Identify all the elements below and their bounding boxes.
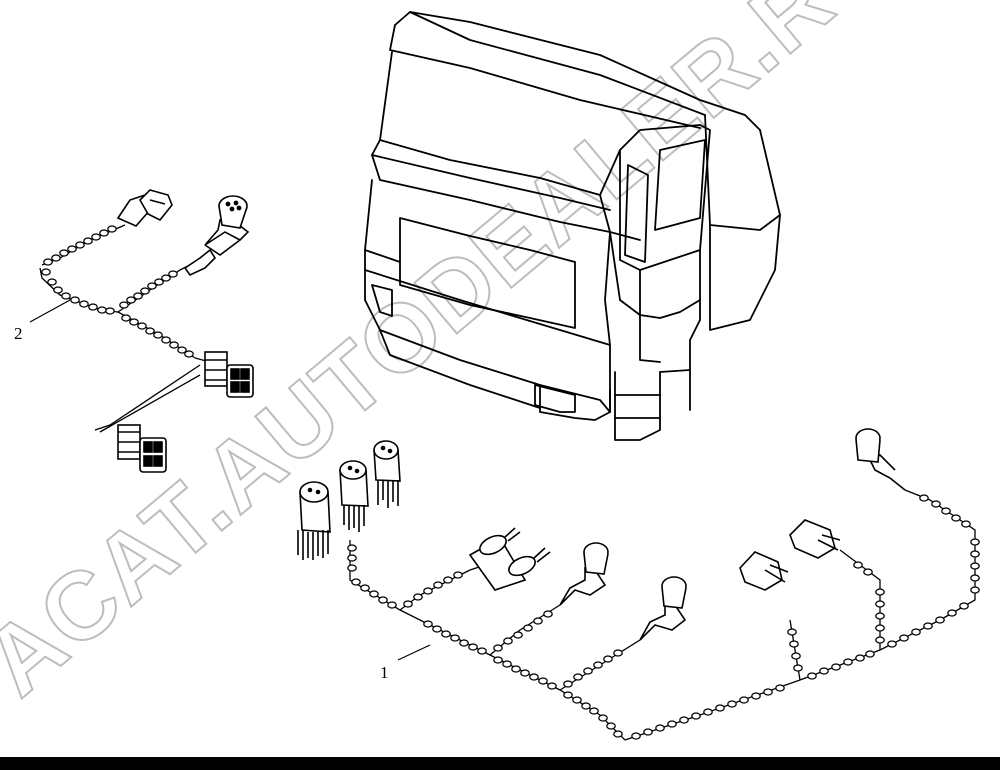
callout-2-leader xyxy=(29,299,71,323)
harness-2-rect-connectors xyxy=(117,351,254,473)
harness-1-flat-plugs xyxy=(739,519,841,591)
callout-1-leader xyxy=(397,644,431,661)
bottom-bar xyxy=(0,757,1000,770)
harness-1-round-connectors xyxy=(297,440,401,560)
harness-1-elbow-sockets xyxy=(559,428,906,641)
harness-2-beads xyxy=(41,225,194,358)
harness-1 xyxy=(297,428,980,741)
truck-cab xyxy=(364,11,781,441)
callout-1-label: 1 xyxy=(380,663,389,682)
harness-2-flat-plug xyxy=(116,189,173,227)
callout-2-label: 2 xyxy=(14,324,23,343)
harness-1-bulb-connectors xyxy=(468,527,551,591)
harness-2 xyxy=(29,189,254,473)
harness-2-round-socket xyxy=(183,195,250,277)
